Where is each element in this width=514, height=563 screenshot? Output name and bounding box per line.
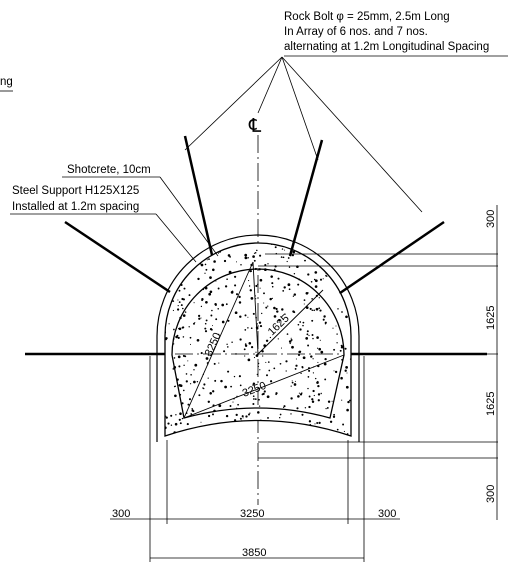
dimension-bottom-right: 300 <box>378 508 396 520</box>
shotcrete-note: Shotcrete, 10cm <box>67 164 151 176</box>
dimension-bottom-left: 300 <box>112 508 130 520</box>
radius-line-top <box>252 261 259 355</box>
outer-lining-outline <box>156 234 360 442</box>
rock-bolt-note-line-1: Rock Bolt φ = 25mm, 2.5m Long <box>284 11 450 23</box>
dimension-bottom-center: 3250 <box>240 508 264 520</box>
diameter-lower-line <box>183 354 345 419</box>
diameter-lower-label: 3250 <box>241 380 268 400</box>
dimension-right-bottom: 300 <box>485 485 497 503</box>
diameter-diagonal-line <box>183 261 254 419</box>
rock-bolt-upper-left <box>64 220 171 294</box>
dimension-right-upper-half: 1625 <box>485 306 497 330</box>
rock-bolt-crown-left <box>183 135 214 256</box>
rock-bolt-leader-3 <box>281 56 319 161</box>
rock-bolt-note-line-3: alternating at 1.2m Longitudinal Spacing <box>284 41 489 53</box>
dimension-right-lower-half: 1625 <box>485 392 497 416</box>
shotcrete-layer <box>164 242 352 437</box>
partial-text-left: ng <box>0 76 13 88</box>
steel-support-leader <box>155 213 197 263</box>
shotcrete-leader <box>159 176 219 257</box>
rock-bolt-leader-1 <box>184 56 283 151</box>
dimension-overall-width: 3850 <box>242 547 266 559</box>
steel-support-note-line-2: Installed at 1.2m spacing <box>12 201 139 213</box>
rock-bolt-crown-right <box>288 139 324 257</box>
rock-bolt-upper-right <box>339 220 445 295</box>
centerline-symbol: ℄ <box>248 116 262 137</box>
steel-support-note-line-1: Steel Support H125X125 <box>12 185 139 197</box>
rock-bolt-leader-2 <box>257 56 283 114</box>
radius-diagonal-line <box>257 289 324 355</box>
rock-bolt-leader-4 <box>281 56 423 213</box>
rock-bolt-note-line-2: In Array of 6 nos. and 7 nos. <box>284 26 428 38</box>
dimension-right-top: 300 <box>485 210 497 228</box>
